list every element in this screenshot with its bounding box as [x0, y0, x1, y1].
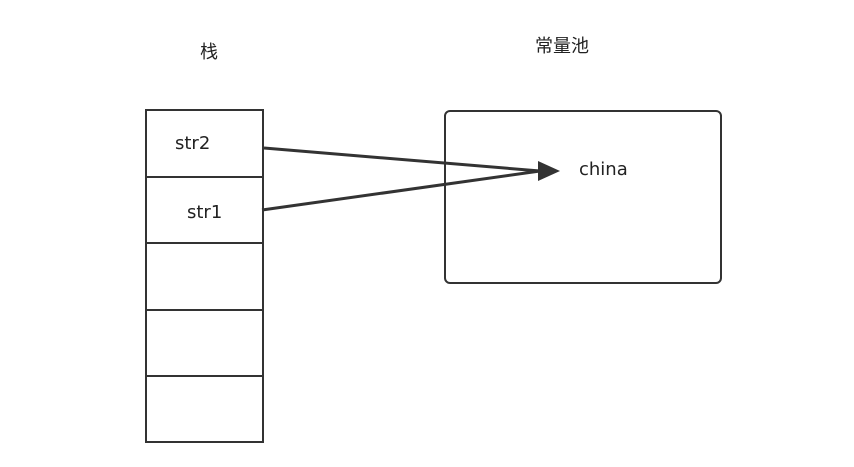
stack-cell-1: str2	[147, 111, 262, 178]
stack-title: 栈	[200, 42, 218, 63]
pool-value-china: china	[579, 159, 628, 180]
stack-box: str2 str1	[145, 109, 264, 443]
stack-cell-3	[147, 244, 262, 311]
stack-cell-2: str1	[147, 178, 262, 244]
constant-pool-title: 常量池	[535, 36, 589, 57]
stack-cell-label: str2	[175, 133, 211, 154]
stack-cell-label: str1	[187, 202, 223, 223]
stack-cell-5	[147, 377, 262, 441]
stack-cell-4	[147, 311, 262, 377]
constant-pool-box	[444, 110, 722, 284]
